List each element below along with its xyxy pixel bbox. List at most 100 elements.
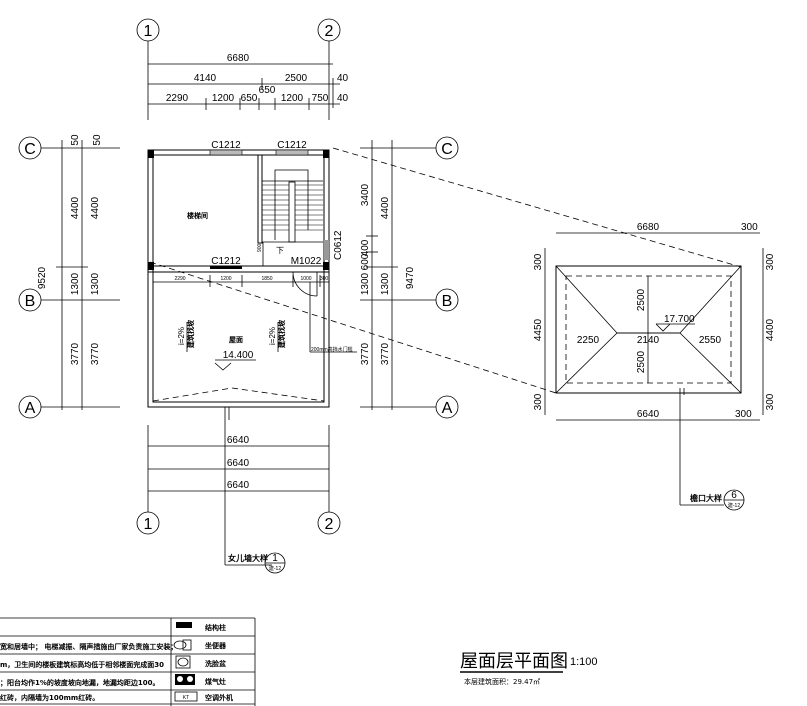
drawing-title: 屋面层平面图 1:100 本层建筑面积：29.47㎡: [460, 651, 598, 686]
svg-text:建筑找坡: 建筑找坡: [277, 319, 286, 348]
toilet-icon: [173, 639, 192, 651]
svg-text:C0612: C0612: [333, 230, 344, 260]
svg-text:1300: 1300: [380, 272, 391, 295]
axis-bubble-B-left: B: [18, 288, 42, 312]
axis-bubble-A-left: A: [18, 395, 42, 419]
svg-text:1: 1: [144, 516, 153, 533]
detail-callout-6[interactable]: 檐口大样 6 建-12: [680, 489, 745, 511]
ac-unit-icon: KT: [174, 691, 198, 702]
axis-bubble-C-left: C: [18, 136, 42, 160]
svg-text:3400: 3400: [360, 183, 371, 206]
svg-text:2500: 2500: [636, 288, 647, 311]
svg-text:i=2%: i=2%: [268, 327, 277, 345]
dimensions-bottom: 6640 6640 6640: [148, 435, 329, 492]
svg-text:3770: 3770: [90, 342, 101, 365]
svg-text:900: 900: [257, 243, 263, 252]
svg-text:坐便器: 坐便器: [205, 641, 227, 650]
note-line: m，卫生间的楼板建筑标高均低于相邻楼面完成面30: [0, 660, 164, 669]
detail-callout-1[interactable]: 女儿墙大样 1 建-12: [225, 552, 286, 574]
svg-text:2290: 2290: [166, 93, 189, 104]
svg-text:1200: 1200: [281, 93, 304, 104]
svg-text:A: A: [442, 400, 453, 417]
svg-text:650: 650: [259, 85, 276, 96]
svg-text:300: 300: [533, 253, 544, 270]
svg-text:6640: 6640: [227, 435, 250, 446]
svg-text:300: 300: [533, 393, 544, 410]
svg-text:B: B: [25, 293, 36, 310]
svg-text:檐口大样: 檐口大样: [690, 493, 722, 503]
svg-text:4140: 4140: [194, 73, 217, 84]
svg-text:50: 50: [92, 134, 103, 146]
svg-text:KT: KT: [183, 695, 189, 701]
svg-text:1: 1: [272, 553, 278, 564]
svg-text:4400: 4400: [765, 318, 776, 341]
svg-text:400: 400: [360, 239, 371, 256]
svg-text:40: 40: [337, 73, 349, 84]
roof-plan: 6680 300 6640 300 300 4450 300 300 4400 …: [533, 222, 776, 505]
svg-text:女儿墙大样: 女儿墙大样: [228, 553, 268, 563]
svg-text:建-12: 建-12: [728, 502, 740, 509]
svg-text:C1212: C1212: [277, 140, 307, 151]
svg-text:1: 1: [144, 23, 153, 40]
svg-text:C: C: [441, 141, 453, 158]
floor-plan: 900 下 楼梯间 C1212 C1212 C1212 M1022 C0612 …: [147, 140, 357, 565]
svg-text:50: 50: [70, 134, 81, 146]
svg-text:2500: 2500: [285, 73, 308, 84]
svg-text:600: 600: [360, 253, 371, 270]
svg-text:1300: 1300: [360, 272, 371, 295]
svg-text:2500: 2500: [636, 350, 647, 373]
svg-text:9470: 9470: [405, 266, 416, 289]
svg-text:下: 下: [276, 246, 284, 255]
svg-text:2: 2: [325, 516, 334, 533]
svg-text:650: 650: [241, 93, 258, 104]
svg-text:750: 750: [312, 93, 329, 104]
svg-text:A: A: [25, 400, 36, 417]
svg-text:6: 6: [731, 490, 737, 501]
svg-text:空调外机: 空调外机: [205, 693, 233, 702]
svg-text:6640: 6640: [637, 409, 660, 420]
svg-text:3770: 3770: [380, 342, 391, 365]
note-line: ；阳台均作1%的坡度坡向地漏，地漏均距边100。: [0, 678, 160, 687]
svg-text:14.400: 14.400: [223, 350, 254, 361]
svg-text:4450: 4450: [533, 318, 544, 341]
svg-text:300: 300: [765, 253, 776, 270]
svg-text:6640: 6640: [227, 480, 250, 491]
axis-bubble-B-right: B: [435, 288, 459, 312]
svg-text:B: B: [442, 293, 453, 310]
svg-text:1200: 1200: [212, 93, 235, 104]
svg-text:2250: 2250: [577, 335, 600, 346]
dimensions-top: 6680 4140 2500 40 2290 1200 650 1200 750…: [148, 53, 349, 110]
svg-text:4400: 4400: [70, 196, 81, 219]
svg-text:6640: 6640: [227, 458, 250, 469]
svg-text:6680: 6680: [227, 53, 250, 64]
dimensions-right: 3400 400 600 1300 3770 4400 1300 3770 94…: [360, 140, 416, 410]
svg-text:C1212: C1212: [211, 140, 241, 151]
gas-stove-icon: [175, 674, 195, 685]
svg-text:1300: 1300: [90, 272, 101, 295]
svg-text:屋面层平面图: 屋面层平面图: [460, 651, 568, 672]
svg-text:6680: 6680: [637, 222, 660, 233]
svg-text:300: 300: [765, 393, 776, 410]
svg-text:300: 300: [320, 276, 329, 282]
svg-text:本层建筑面积：29.47㎡: 本层建筑面积：29.47㎡: [464, 677, 540, 686]
dimensions-left: 9520 50 50 4400 1300 3770 4400 1300 3770: [37, 134, 103, 410]
svg-text:2290: 2290: [174, 276, 185, 282]
notes-legend-table: 宽和居墙中； 电梯减振、隔声措施由厂家负责施工安装； m，卫生间的楼板建筑标高均…: [0, 617, 256, 706]
svg-text:M1022: M1022: [291, 256, 322, 267]
svg-text:建-12: 建-12: [269, 565, 281, 572]
svg-text:1300: 1300: [70, 272, 81, 295]
svg-text:C1212: C1212: [211, 256, 241, 267]
svg-text:结构柱: 结构柱: [204, 623, 226, 632]
svg-text:1:100: 1:100: [570, 656, 598, 668]
svg-text:1200: 1200: [220, 276, 231, 282]
svg-text:3770: 3770: [70, 342, 81, 365]
svg-text:9520: 9520: [37, 266, 48, 289]
note-line: ...: [0, 704, 8, 706]
svg-text:40: 40: [337, 93, 349, 104]
axis-bubble-2-top: 2: [317, 18, 341, 42]
svg-text:3770: 3770: [360, 342, 371, 365]
structural-column-icon: [176, 622, 192, 628]
svg-text:洗脸盆: 洗脸盆: [205, 659, 227, 668]
svg-text:2: 2: [325, 23, 334, 40]
